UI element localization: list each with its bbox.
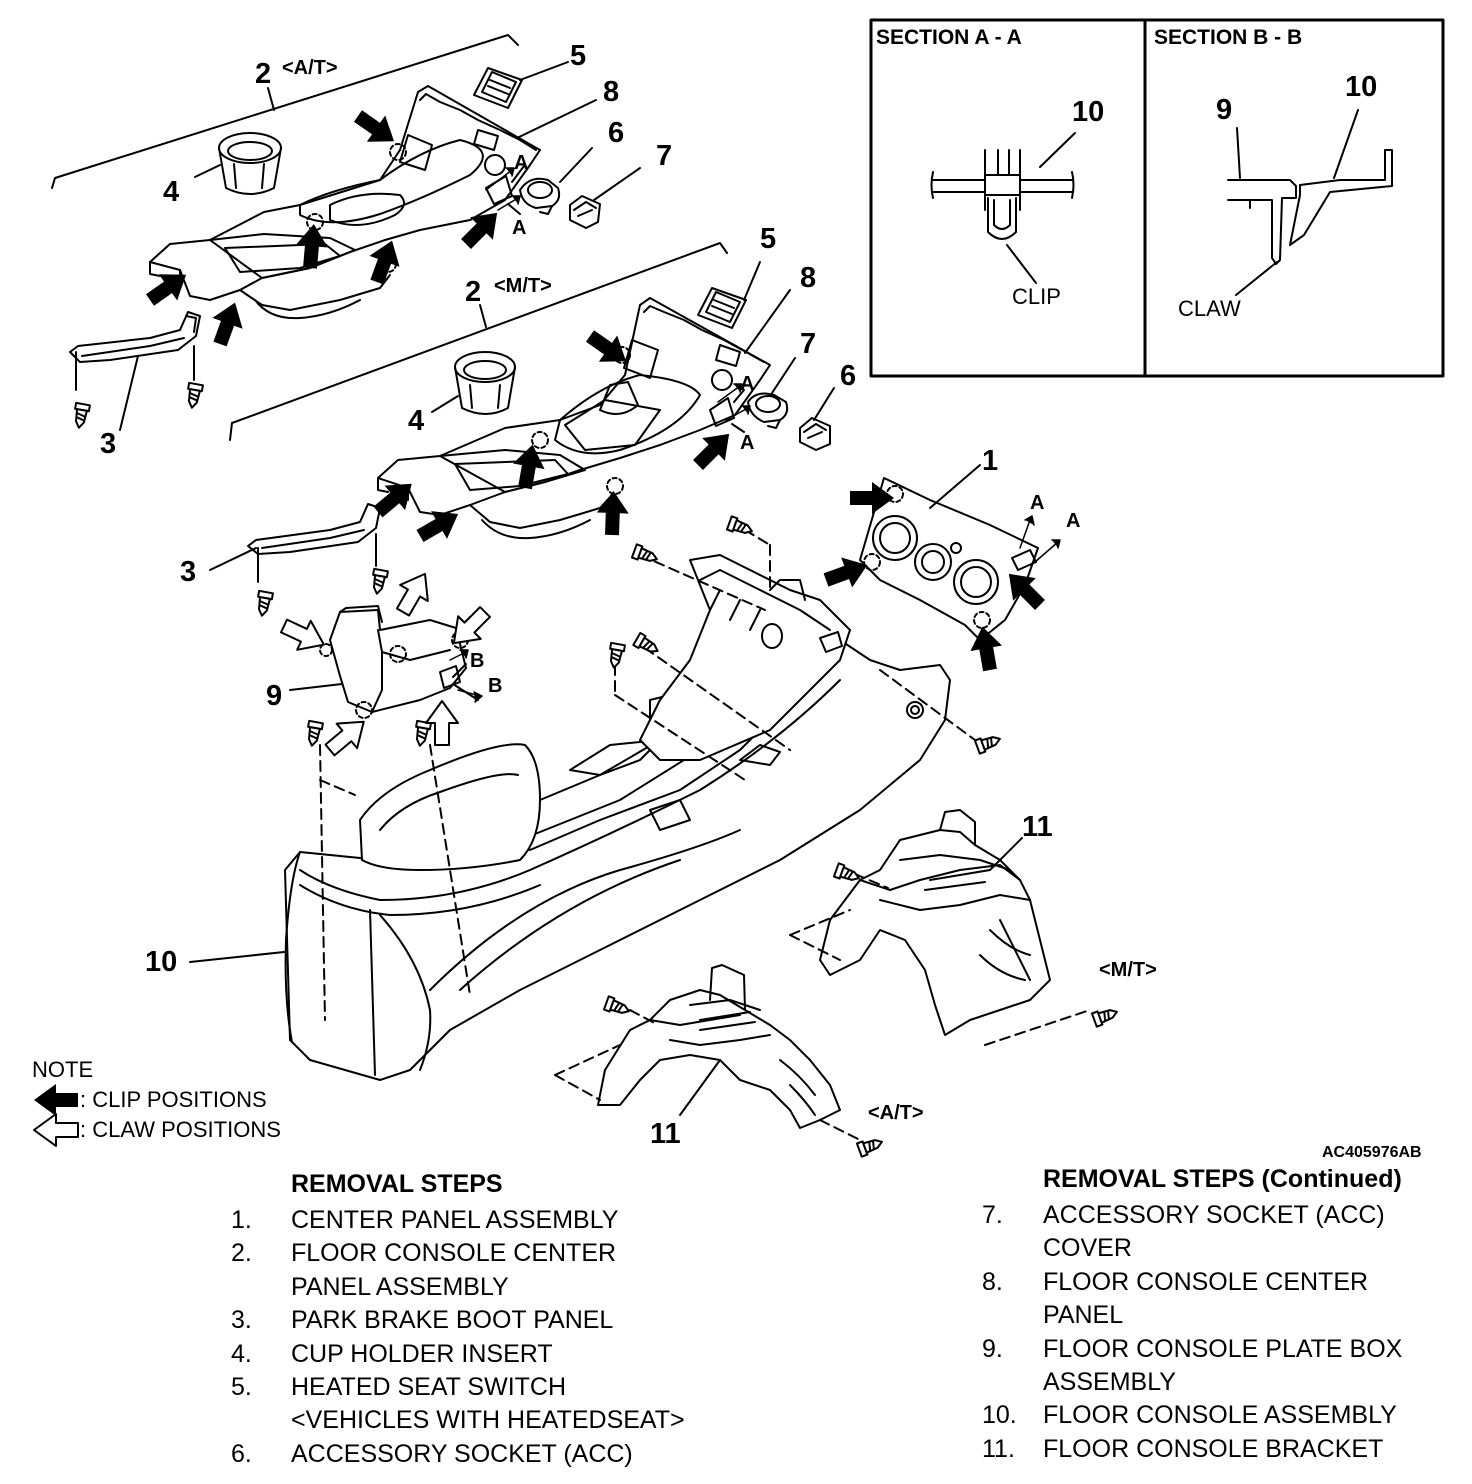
note-title: NOTE bbox=[32, 1057, 94, 1082]
callout-1: 1 bbox=[982, 445, 999, 477]
center-panel-assembly-drawing bbox=[859, 464, 1039, 641]
mt-group-bracket bbox=[229, 242, 728, 441]
plate-box-drawing bbox=[289, 605, 479, 719]
step-description: PANEL bbox=[1043, 1301, 1124, 1330]
acc-socket-at-drawing bbox=[519, 147, 593, 215]
removal-steps-title: REMOVAL STEPS bbox=[291, 1170, 503, 1198]
step-number: 10. bbox=[982, 1401, 1017, 1430]
section-b-claw-label: CLAW bbox=[1178, 296, 1241, 321]
step-description: FLOOR CONSOLE BRACKET bbox=[1043, 1434, 1384, 1463]
step-number: 1. bbox=[231, 1206, 252, 1234]
section-a-clip-drawing bbox=[930, 132, 1076, 284]
mt-bracket-tag: <M/T> bbox=[1099, 959, 1157, 981]
callout-3-at: 3 bbox=[100, 428, 117, 460]
park-brake-boot-panel-at-drawing bbox=[69, 311, 201, 431]
step-number: 4. bbox=[231, 1339, 252, 1368]
callout-11-mt: 11 bbox=[1022, 811, 1053, 843]
at-center-panel-drawing bbox=[149, 85, 541, 320]
section-b-part-9: 9 bbox=[1216, 94, 1233, 126]
callout-2-mt: 2 bbox=[465, 276, 482, 308]
section-b-claw-drawing bbox=[1227, 109, 1393, 296]
step-description: HEATED SEAT SWITCH bbox=[291, 1373, 567, 1401]
section-views-box bbox=[869, 18, 1445, 378]
heated-seat-switch-mt-drawing bbox=[697, 261, 761, 329]
step-number: 9. bbox=[982, 1334, 1003, 1363]
acc-cover-at-drawing bbox=[569, 167, 641, 229]
section-letter-a: A bbox=[514, 152, 529, 174]
callout-7-mt: 7 bbox=[800, 328, 817, 360]
step-number: 3. bbox=[231, 1306, 252, 1335]
floor-console-bracket-at-drawing bbox=[554, 964, 861, 1141]
callout-3-mt: 3 bbox=[180, 556, 197, 588]
cup-holder-at-drawing bbox=[194, 132, 282, 195]
step-description: CENTER PANEL ASSEMBLY bbox=[291, 1206, 619, 1234]
callout-5-mt: 5 bbox=[760, 223, 777, 255]
step-description: FLOOR CONSOLE CENTER bbox=[1043, 1267, 1369, 1296]
step-number: 6. bbox=[231, 1439, 252, 1468]
park-brake-boot-panel-mt-drawing bbox=[209, 503, 381, 583]
step-number: 5. bbox=[231, 1373, 252, 1401]
section-letter-a: A bbox=[1030, 492, 1045, 514]
section-letter-a: A bbox=[512, 217, 527, 239]
step-number: 2. bbox=[231, 1239, 252, 1268]
section-b-title: SECTION B - B bbox=[1154, 26, 1303, 49]
floor-console-bracket-mt-drawing bbox=[789, 809, 1091, 1046]
note-clip-positions: : CLIP POSITIONS bbox=[80, 1087, 267, 1112]
at-group-bracket bbox=[51, 34, 519, 189]
at-variant-tag: <A/T> bbox=[282, 57, 338, 79]
step-description: CUP HOLDER INSERT bbox=[291, 1339, 553, 1368]
mt-variant-tag: <M/T> bbox=[494, 275, 552, 297]
step-description: <VEHICLES WITH HEATEDSEAT> bbox=[291, 1406, 685, 1435]
step-description: ASSEMBLY bbox=[1043, 1368, 1176, 1396]
callout-10: 10 bbox=[145, 946, 178, 978]
callout-8-mt: 8 bbox=[800, 262, 817, 294]
legend-arrows bbox=[33, 1083, 79, 1147]
step-description: PANEL ASSEMBLY bbox=[291, 1272, 509, 1301]
section-a-clip-label: CLIP bbox=[1012, 284, 1061, 309]
at-bracket-tag: <A/T> bbox=[868, 1102, 924, 1124]
acc-socket-mt-drawing bbox=[747, 357, 796, 429]
step-description: FLOOR CONSOLE PLATE BOX bbox=[1043, 1334, 1403, 1363]
section-letter-a: A bbox=[740, 373, 755, 395]
heated-seat-switch-at-drawing bbox=[473, 61, 569, 109]
cup-holder-mt-drawing bbox=[431, 351, 516, 415]
step-description: FLOOR CONSOLE ASSEMBLY bbox=[1043, 1401, 1397, 1430]
step-number: 8. bbox=[982, 1267, 1003, 1296]
callout-9: 9 bbox=[266, 680, 283, 712]
screws bbox=[70, 381, 1121, 1158]
section-letter-a: A bbox=[1066, 510, 1081, 532]
section-letter-b: B bbox=[488, 675, 503, 697]
mt-center-panel-drawing bbox=[377, 297, 771, 540]
section-a-part-number: 10 bbox=[1072, 96, 1105, 128]
section-letter-a: A bbox=[740, 432, 755, 454]
callout-8-at: 8 bbox=[603, 76, 620, 108]
callout-2-at: 2 bbox=[255, 58, 272, 90]
step-description: FLOOR CONSOLE CENTER bbox=[291, 1239, 617, 1268]
figure-code: AC405976AB bbox=[1322, 1144, 1422, 1161]
callout-7-at: 7 bbox=[656, 140, 673, 172]
callout-11-at: 11 bbox=[650, 1118, 681, 1150]
callout-6-at: 6 bbox=[608, 117, 625, 149]
section-direction-arrows bbox=[449, 167, 1061, 703]
step-description: ACCESSORY SOCKET (ACC) bbox=[291, 1439, 633, 1468]
callout-6-mt: 6 bbox=[840, 360, 857, 392]
note-claw-positions: : CLAW POSITIONS bbox=[80, 1117, 281, 1142]
floor-console-assembly-drawing bbox=[284, 554, 951, 1081]
section-a-title: SECTION A - A bbox=[876, 26, 1022, 49]
callout-5-at: 5 bbox=[570, 40, 587, 72]
removal-steps-continued-title: REMOVAL STEPS (Continued) bbox=[1043, 1165, 1402, 1193]
acc-cover-mt-drawing bbox=[799, 387, 835, 451]
callout-4-mt: 4 bbox=[408, 405, 425, 437]
step-number: 11. bbox=[982, 1434, 1015, 1463]
step-description: COVER bbox=[1043, 1234, 1132, 1263]
leader-lines bbox=[189, 99, 976, 1021]
step-description: ACCESSORY SOCKET (ACC) bbox=[1043, 1201, 1385, 1229]
section-letter-b: B bbox=[470, 650, 485, 672]
step-description: PARK BRAKE BOOT PANEL bbox=[291, 1306, 614, 1335]
callout-4-at: 4 bbox=[163, 176, 180, 208]
step-number: 7. bbox=[982, 1201, 1003, 1229]
section-b-part-10: 10 bbox=[1345, 71, 1378, 103]
